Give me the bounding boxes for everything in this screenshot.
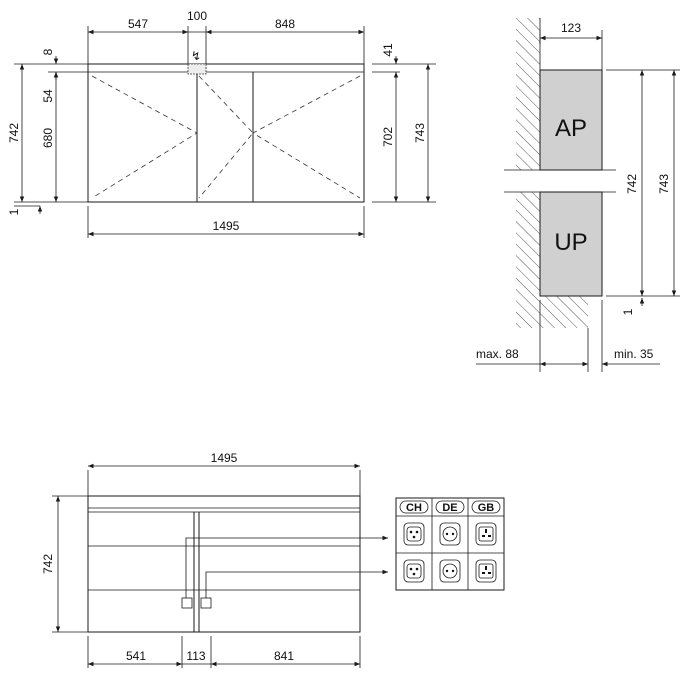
gb-socket-icon (475, 522, 497, 546)
dim-label-side-1: 1 (621, 308, 635, 315)
dim-label-113: 113 (186, 649, 205, 663)
label-ap: AP (555, 115, 587, 142)
dim-label-743: 743 (413, 123, 427, 143)
door-swing-right (252, 75, 361, 199)
ch-socket-icon (403, 559, 425, 583)
socket-type-table: CH DE GB (395, 497, 505, 591)
header-ch: CH (406, 502, 422, 514)
dim-label-848: 848 (275, 17, 295, 31)
dim-label-1495-top: 1495 (213, 219, 240, 233)
header-gb: GB (478, 502, 495, 514)
dim-label-702: 702 (381, 127, 395, 147)
side-view: AP UP 123 742 743 1 max. 88 min. 35 (476, 18, 680, 372)
label-max-88: max. 88 (476, 347, 519, 361)
dim-label-1: 1 (7, 208, 21, 215)
dim-label-547: 547 (128, 17, 148, 31)
label-min-35: min. 35 (614, 347, 654, 361)
cabinet-recessed (539, 191, 603, 297)
label-up: UP (554, 229, 587, 256)
door-swing-left (91, 75, 198, 199)
de-socket-icon (439, 559, 461, 583)
bottom-view: 1495 742 541 113 841 (41, 451, 505, 668)
de-socket-icon (439, 522, 461, 546)
dim-label-1495-bottom: 1495 (211, 451, 238, 465)
dim-label-680: 680 (41, 128, 55, 148)
dim-label-54: 54 (41, 89, 55, 103)
dim-label-841: 841 (274, 649, 294, 663)
dim-label-742: 742 (7, 123, 21, 143)
dim-label-123: 123 (561, 21, 581, 35)
recess-hatch (540, 296, 588, 328)
dim-label-bottom-742: 742 (41, 554, 55, 574)
dim-label-41: 41 (381, 43, 395, 57)
front-view: ↯ 547 100 848 742 680 8 54 1 (7, 9, 436, 238)
wall-hatch-bottom (516, 192, 540, 328)
socket-block (187, 63, 207, 75)
cabinet-surface-mount (539, 69, 603, 171)
header-de: DE (442, 502, 457, 514)
power-symbol: ↯ (191, 49, 201, 63)
dim-label-541: 541 (126, 649, 146, 663)
outlet-left (181, 597, 193, 609)
dim-label-100: 100 (187, 9, 207, 23)
outlet-right (200, 597, 212, 609)
door-swing-middle (198, 75, 254, 199)
dim-label-8: 8 (41, 48, 55, 55)
cabinet-outline (87, 63, 365, 203)
wire-top (185, 535, 388, 598)
dim-label-side-743: 743 (657, 174, 671, 194)
gb-socket-icon (475, 559, 497, 583)
cabinet-bottom-outline (87, 495, 361, 633)
wire-bottom (205, 569, 388, 598)
wall-hatch-top (516, 18, 540, 170)
dim-label-side-742: 742 (625, 174, 639, 194)
ch-socket-icon (403, 522, 425, 546)
